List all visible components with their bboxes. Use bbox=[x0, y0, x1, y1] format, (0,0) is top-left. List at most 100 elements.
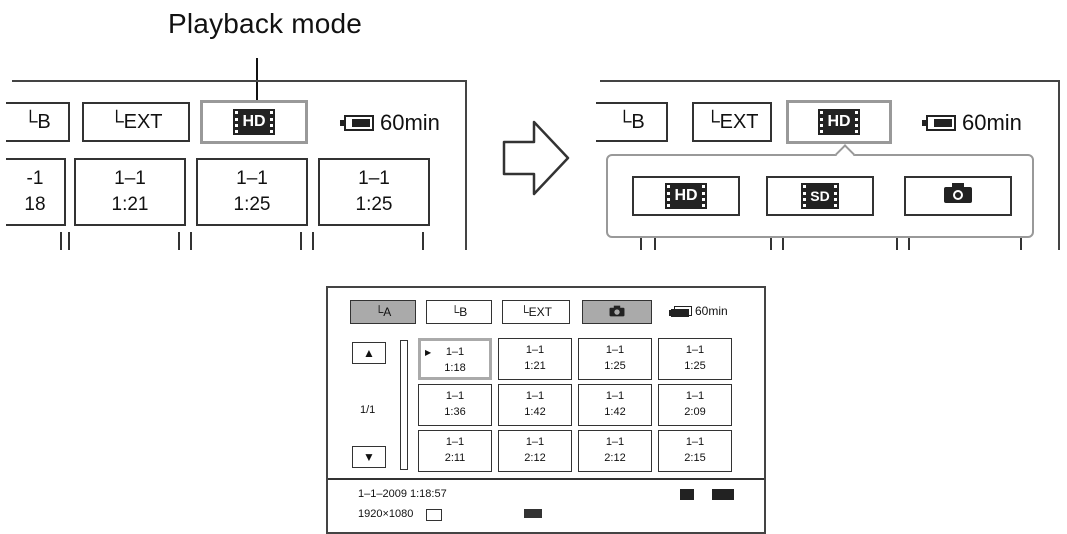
thumbnail-cell[interactable]: 1–1 2:12 bbox=[578, 430, 652, 472]
camera-icon bbox=[943, 182, 973, 210]
scrollbar[interactable] bbox=[400, 340, 408, 470]
tab-folder-b[interactable]: └B bbox=[426, 300, 492, 324]
cell-time: 2:12 bbox=[524, 452, 546, 464]
thumbnail-cell[interactable]: 1–1 1:25 bbox=[658, 338, 732, 380]
battery-indicator: 60min bbox=[669, 304, 728, 318]
cell-id: 1–1 bbox=[358, 168, 390, 189]
battery-remaining: 60min bbox=[962, 110, 1022, 135]
battery-icon bbox=[922, 115, 956, 131]
tab-playback-mode-photo[interactable] bbox=[582, 300, 652, 324]
folder-b-icon: └B bbox=[23, 110, 51, 133]
camera-icon bbox=[609, 305, 625, 320]
cell-time: 2:09 bbox=[684, 406, 706, 418]
row-stub bbox=[6, 232, 430, 250]
cell-time: 18 bbox=[24, 194, 46, 215]
cell-time: 1:36 bbox=[444, 406, 466, 418]
battery-remaining: 60min bbox=[380, 110, 440, 135]
row-stub bbox=[600, 238, 1060, 250]
thumbnail-cell[interactable]: 1–1 2:09 bbox=[658, 384, 732, 426]
thumbnail-cell[interactable]: 1–1 1:25 bbox=[196, 158, 308, 226]
play-indicator-icon: ▶ bbox=[425, 348, 432, 357]
callout-line bbox=[256, 58, 258, 106]
battery-remaining: 60min bbox=[695, 304, 728, 318]
cell-time: 1:25 bbox=[233, 194, 271, 215]
scroll-down-button[interactable]: ▼ bbox=[352, 446, 386, 468]
arrow-down-icon: ▼ bbox=[363, 450, 375, 464]
tab-folder-a[interactable]: └A bbox=[350, 300, 416, 324]
tab-ext[interactable]: └EXT bbox=[82, 102, 190, 142]
battery-icon bbox=[340, 115, 374, 131]
hd-icon: HD bbox=[818, 109, 860, 135]
hd-icon: HD bbox=[233, 109, 275, 135]
arrow-right-icon bbox=[500, 118, 572, 198]
cell-time: 1:42 bbox=[524, 406, 546, 418]
right-screen: └B └EXT HD 60min HD SD bbox=[596, 80, 1062, 250]
tab-playback-mode-hd[interactable]: HD bbox=[200, 100, 308, 144]
ext-folder-icon: └EXT bbox=[705, 110, 759, 133]
tab-folder-b[interactable]: └B bbox=[6, 102, 70, 142]
quality-icon bbox=[426, 509, 442, 521]
battery-indicator: 60min bbox=[922, 110, 1022, 136]
thumbnail-cell[interactable]: 1–1 1:42 bbox=[578, 384, 652, 426]
cell-time: 1:21 bbox=[111, 194, 149, 215]
cell-id: 1–1 bbox=[236, 168, 268, 189]
cell-id: 1–1 bbox=[605, 344, 625, 356]
cell-time: 1:25 bbox=[684, 360, 706, 372]
mode-option-photo[interactable] bbox=[904, 176, 1012, 216]
thumbnail-cell[interactable]: 1–1 1:42 bbox=[498, 384, 572, 426]
mode-option-sd[interactable]: SD bbox=[766, 176, 874, 216]
cell-id: 1–1 bbox=[605, 390, 625, 402]
cell-id: 1–1 bbox=[445, 436, 465, 448]
cell-id: -1 bbox=[26, 168, 44, 189]
media-icon bbox=[524, 509, 542, 518]
ext-folder-icon: └EXT bbox=[520, 305, 552, 319]
left-screen-top-border bbox=[12, 80, 467, 82]
thumbnail-cell[interactable]: ▶ 1–1 1:18 bbox=[418, 338, 492, 380]
cell-time: 2:15 bbox=[684, 452, 706, 464]
cell-id: 1–1 bbox=[605, 436, 625, 448]
tab-ext[interactable]: └EXT bbox=[502, 300, 570, 324]
popup-pointer bbox=[835, 144, 855, 164]
folder-b-icon: └B bbox=[617, 110, 645, 133]
tab-folder-b[interactable]: └B bbox=[596, 102, 668, 142]
cell-id: 1–1 bbox=[525, 344, 545, 356]
cell-time: 2:12 bbox=[604, 452, 626, 464]
hd-icon: HD bbox=[665, 183, 707, 209]
scroll-up-button[interactable]: ▲ bbox=[352, 342, 386, 364]
playback-mode-popup: HD SD bbox=[606, 144, 1034, 238]
cell-time: 1:25 bbox=[355, 194, 393, 215]
thumbnail-cell[interactable]: 1–1 1:25 bbox=[318, 158, 430, 226]
cell-id: 1–1 bbox=[685, 390, 705, 402]
playback-settings-icon[interactable] bbox=[712, 489, 734, 500]
cell-id: 1–1 bbox=[685, 344, 705, 356]
cell-time: 1:18 bbox=[444, 362, 466, 374]
cell-id: 1–1 bbox=[114, 168, 146, 189]
playback-mode-label: Playback mode bbox=[168, 8, 363, 39]
battery-icon bbox=[669, 306, 692, 317]
tab-ext[interactable]: └EXT bbox=[692, 102, 772, 142]
right-screen-right-border bbox=[1058, 80, 1060, 250]
ext-folder-icon: └EXT bbox=[109, 110, 163, 133]
recording-datetime: 1–1–2009 1:18:57 bbox=[358, 488, 447, 500]
cell-time: 1:42 bbox=[604, 406, 626, 418]
info-divider bbox=[328, 478, 764, 480]
thumbnail-cell[interactable]: 1–1 1:21 bbox=[74, 158, 186, 226]
mode-option-hd[interactable]: HD bbox=[632, 176, 740, 216]
cell-id: 1–1 bbox=[445, 346, 465, 358]
cell-time: 1:25 bbox=[604, 360, 626, 372]
cell-id: 1–1 bbox=[525, 390, 545, 402]
thumbnail-cell[interactable]: 1–1 1:25 bbox=[578, 338, 652, 380]
thumbnail-cell[interactable]: -1 18 bbox=[6, 158, 66, 226]
page-indicator: 1/1 bbox=[360, 404, 376, 416]
tab-playback-mode-hd[interactable]: HD bbox=[786, 100, 892, 144]
sd-icon: SD bbox=[801, 183, 839, 209]
folder-a-icon: └A bbox=[374, 305, 392, 319]
right-screen-top-border bbox=[600, 80, 1060, 82]
